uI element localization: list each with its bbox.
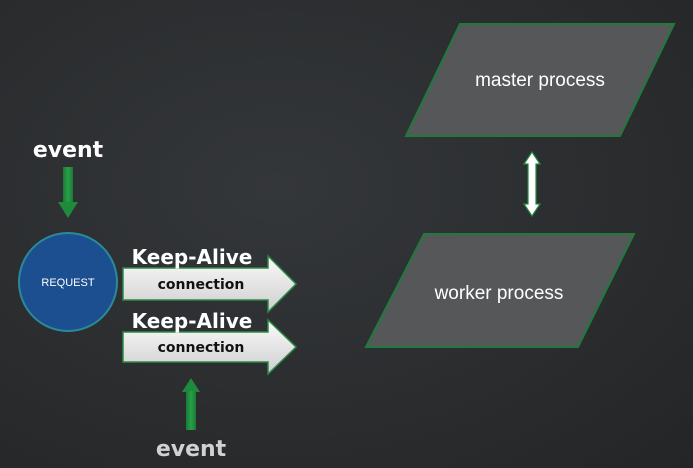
keep-alive-connection-2: Keep-Alive connection — [122, 309, 298, 376]
connection-arrow-2-icon — [122, 318, 298, 376]
connection-1-title: Keep-Alive — [132, 245, 253, 269]
request-label: REQUEST — [41, 277, 94, 289]
keep-alive-connection-1: Keep-Alive connection — [122, 245, 298, 314]
event-label-top: event — [33, 138, 104, 163]
worker-process-label: worker process — [434, 283, 564, 304]
master-process-node: master process — [404, 23, 676, 137]
double-headed-arrow-icon — [522, 150, 542, 218]
event-arrow-down-icon — [58, 167, 78, 218]
connection-1-subtitle: connection — [158, 277, 245, 293]
master-process-label: master process — [475, 70, 605, 91]
event-label-bottom: event — [156, 437, 227, 462]
event-arrow-up-icon — [182, 378, 200, 430]
connection-2-title: Keep-Alive — [132, 309, 253, 333]
connection-2-subtitle: connection — [158, 340, 245, 356]
connection-arrow-1-icon — [122, 254, 298, 314]
request-node: REQUEST — [18, 232, 118, 332]
worker-process-node: worker process — [364, 233, 636, 348]
